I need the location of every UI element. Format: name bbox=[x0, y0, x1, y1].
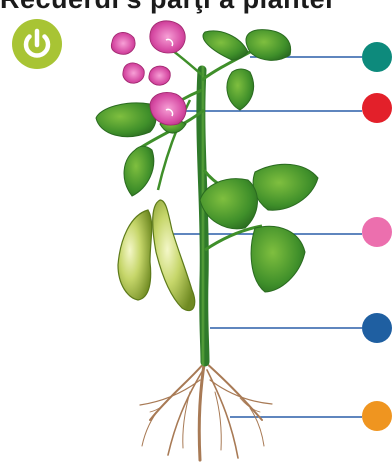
hotspot-leaf[interactable] bbox=[362, 42, 392, 72]
plant-roots bbox=[140, 358, 272, 460]
hotspot-stem[interactable] bbox=[362, 313, 392, 343]
hotspot-root[interactable] bbox=[362, 401, 392, 431]
hotspot-fruit[interactable] bbox=[362, 217, 392, 247]
plant-pods bbox=[118, 200, 195, 311]
plant-stem bbox=[201, 70, 205, 362]
hotspot-flower[interactable] bbox=[362, 93, 392, 123]
